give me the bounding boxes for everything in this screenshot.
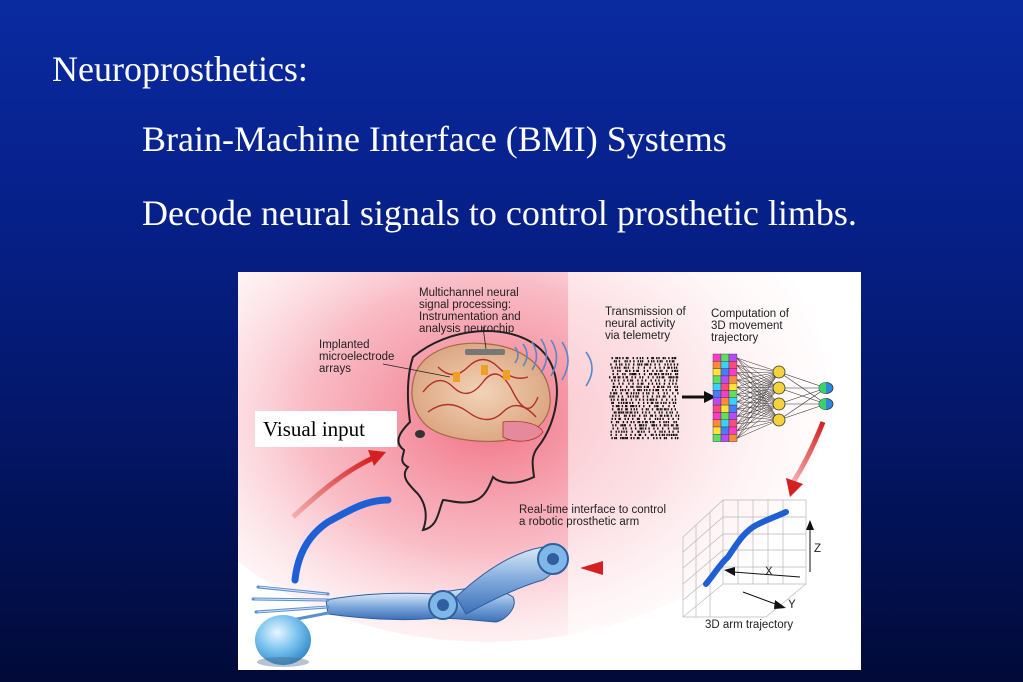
label-computation-2: trajectory [711, 332, 759, 344]
slide-subtitle-decode: Decode neural signals to control prosthe… [142, 193, 857, 233]
eye-icon [415, 430, 425, 438]
axis-x-label: X [765, 566, 773, 578]
label-computation-1: 3D movement [711, 320, 783, 332]
spike-raster-icon [609, 357, 680, 440]
neurochip-icon [465, 349, 505, 355]
ball-icon [255, 615, 311, 665]
label-realtime-0: Real-time interface to control [519, 504, 666, 516]
bmi-diagram: Multichannel neural signal processing: I… [238, 272, 861, 670]
slide-subtitle-bmi: Brain-Machine Interface (BMI) Systems [142, 119, 727, 159]
label-computation-0: Computation of [711, 308, 790, 320]
electrode-array-icon [503, 370, 510, 380]
head-outline [397, 330, 558, 532]
telemetry-waves-icon [514, 338, 593, 387]
arrow-down-icon [786, 478, 803, 497]
label-realtime-1: a robotic prosthetic arm [519, 516, 639, 528]
axis-y-label: Y [788, 599, 796, 611]
brain-icon [411, 342, 551, 442]
bmi-diagram-svg: Multichannel neural signal processing: I… [238, 272, 861, 670]
electrode-array-icon [453, 372, 460, 382]
label-processing-1: signal processing: [419, 299, 511, 311]
3d-trajectory-curve [703, 509, 789, 587]
label-telemetry-2: via telemetry [605, 330, 670, 342]
figure-labels: Multichannel neural signal processing: I… [319, 287, 821, 631]
label-implanted-0: Implanted [319, 339, 370, 351]
feature-matrix-icon [712, 353, 738, 442]
label-processing-3: analysis neurochip [419, 323, 514, 335]
axis-z-label: Z [814, 543, 821, 555]
label-implanted-1: microelectrode [319, 351, 394, 363]
label-telemetry-1: neural activity [605, 318, 676, 330]
arrow-left-icon [580, 561, 603, 575]
arm-trajectory-curve [291, 496, 392, 584]
label-processing-2: Instrumentation and [419, 311, 521, 323]
neural-network-icon [736, 357, 834, 439]
electrode-array-icon [481, 365, 488, 375]
label-telemetry-0: Transmission of [605, 306, 687, 318]
label-trajectory: 3D arm trajectory [705, 619, 793, 631]
label-processing-0: Multichannel neural [419, 287, 519, 299]
slide-title: Neuroprosthetics: [52, 49, 308, 89]
visual-input-label: Visual input [255, 411, 397, 447]
label-implanted-2: arrays [319, 363, 351, 375]
arrow-up-icon [368, 450, 386, 466]
robotic-arm-icon [251, 543, 569, 627]
